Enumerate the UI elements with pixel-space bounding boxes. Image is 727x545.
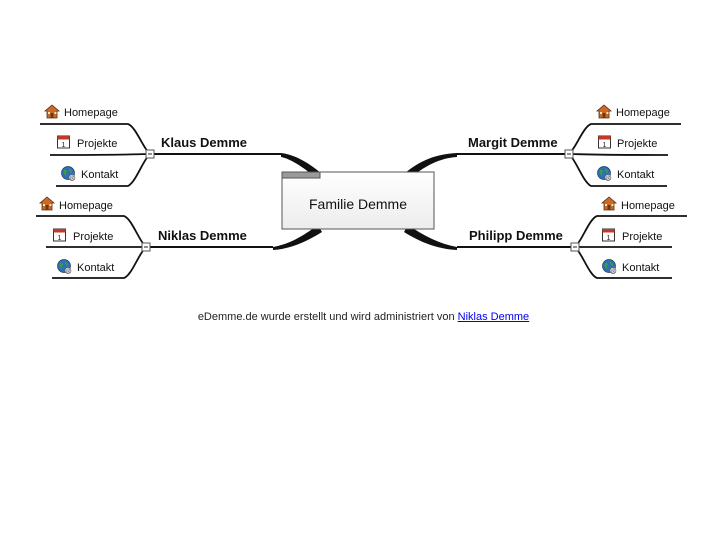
globe-icon	[597, 166, 612, 182]
globe-icon	[602, 259, 617, 275]
leaf-projekte[interactable]: Projekte	[57, 135, 118, 150]
leaf-kontakt[interactable]: Kontakt	[57, 259, 115, 275]
house-icon	[44, 104, 60, 119]
branch-label[interactable]: Klaus Demme	[161, 135, 247, 150]
calendar-icon	[53, 228, 66, 243]
leaf-homepage[interactable]: Homepage	[601, 196, 675, 212]
leaf-label: Kontakt	[81, 169, 118, 181]
leaf-label: Kontakt	[77, 262, 114, 274]
leaf-label: Projekte	[622, 231, 662, 243]
leaf-kontakt[interactable]: Kontakt	[61, 166, 119, 182]
branch-margit-demme: Margit Demme Homepage Projekte Kontakt	[457, 104, 681, 187]
footer-text: eDemme.de wurde erstellt und wird admini…	[197, 311, 455, 323]
leaf-projekte[interactable]: Projekte	[602, 228, 663, 243]
leaf-label: Kontakt	[617, 169, 654, 181]
leaf-homepage[interactable]: Homepage	[596, 104, 670, 119]
branch-niklas-demme: Niklas Demme Homepage Projekte Kontakt	[36, 196, 273, 279]
author-link[interactable]: Niklas Demme	[457, 311, 530, 323]
calendar-icon	[598, 135, 611, 150]
globe-icon	[61, 166, 76, 182]
leaf-label: Homepage	[616, 107, 670, 119]
collapse-toggle[interactable]	[564, 149, 574, 159]
leaf-label: Homepage	[59, 200, 113, 212]
branch-label[interactable]: Niklas Demme	[158, 228, 247, 243]
leaf-kontakt[interactable]: Kontakt	[602, 259, 660, 275]
branch-klaus-demme: Klaus Demme Homepage Projekte Kontakt	[40, 104, 281, 187]
calendar-icon	[602, 228, 615, 243]
leaf-homepage[interactable]: Homepage	[39, 196, 113, 212]
center-label: Familie Demme	[309, 196, 407, 212]
leaf-label: Kontakt	[622, 262, 659, 274]
collapse-toggle[interactable]	[141, 242, 151, 252]
leaf-label: Homepage	[64, 107, 118, 119]
footer: eDemme.de wurde erstellt und wird admini…	[0, 311, 727, 323]
branch-label[interactable]: Margit Demme	[468, 135, 558, 150]
collapse-toggle[interactable]	[145, 149, 155, 159]
leaf-kontakt[interactable]: Kontakt	[597, 166, 655, 182]
leaf-label: Projekte	[77, 138, 117, 150]
leaf-projekte[interactable]: Projekte	[598, 135, 658, 150]
house-icon	[596, 104, 612, 119]
leaf-label: Projekte	[617, 138, 657, 150]
calendar-icon	[57, 135, 70, 150]
center-node: Familie Demme	[281, 171, 435, 230]
branch-philipp-demme: Philipp Demme Homepage Projekte Kontakt	[457, 196, 687, 279]
branch-label[interactable]: Philipp Demme	[469, 228, 563, 243]
leaf-projekte[interactable]: Projekte	[53, 228, 114, 243]
house-icon	[601, 196, 617, 211]
globe-icon	[57, 259, 72, 275]
leaf-label: Homepage	[621, 200, 675, 212]
leaf-homepage[interactable]: Homepage	[44, 104, 118, 119]
leaf-label: Projekte	[73, 231, 113, 243]
collapse-toggle[interactable]	[570, 242, 580, 252]
house-icon	[39, 196, 55, 211]
